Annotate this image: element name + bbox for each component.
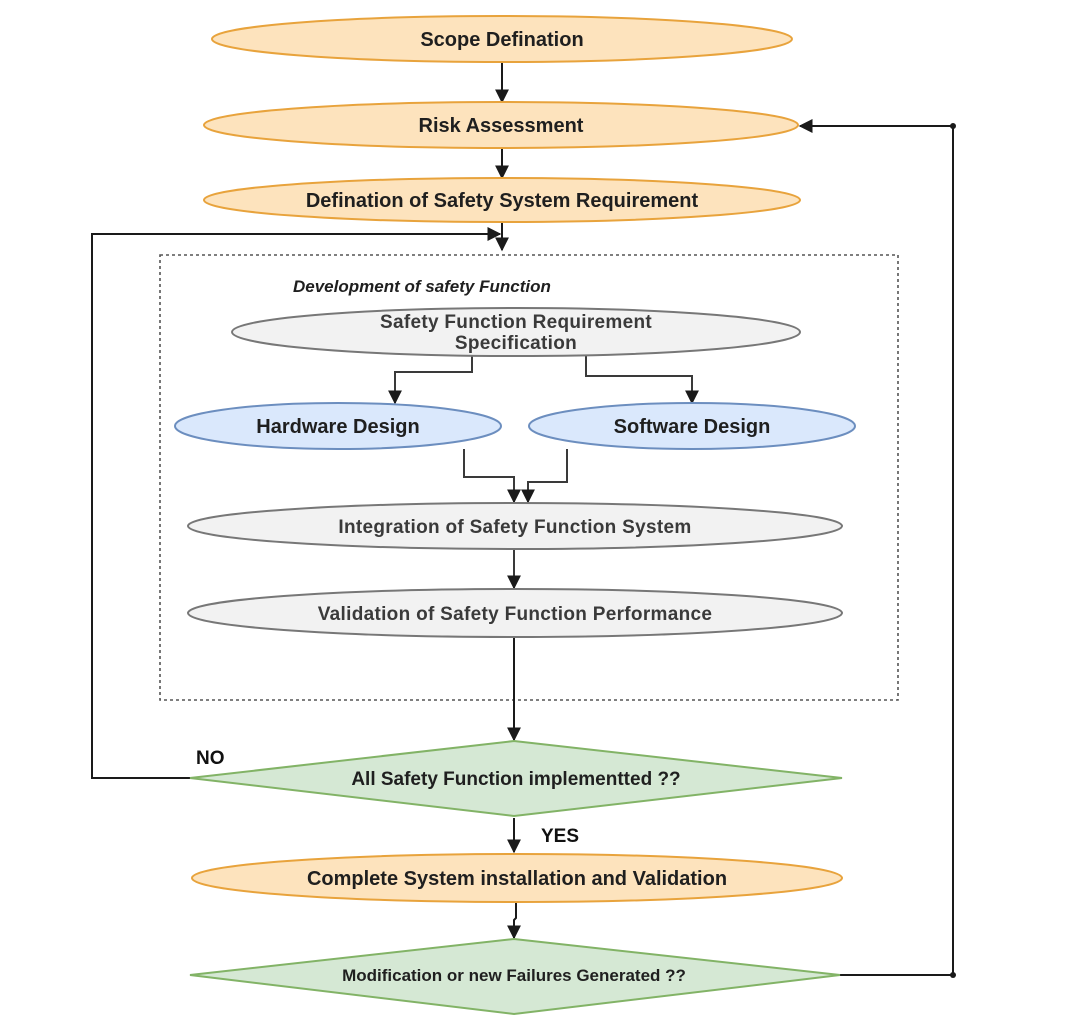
node-scope-defination: Scope Defination — [211, 15, 793, 63]
decision-all-implemented: All Safety Function implementted ?? — [189, 739, 843, 818]
node-risk-assessment: Risk Assessment — [203, 101, 799, 149]
node-integration: Integration of Safety Function System — [187, 502, 843, 550]
node-scope-label: Scope Defination — [420, 29, 583, 51]
development-group-title: Development of safety Function — [293, 277, 551, 296]
node-installation: Complete System installation and Validat… — [191, 853, 843, 903]
junction-dot-top — [950, 123, 956, 129]
node-risk-label: Risk Assessment — [419, 115, 584, 137]
node-integration-label: Integration of Safety Function System — [338, 517, 691, 538]
edge-installation-to-modification — [507, 902, 521, 940]
decision-modification: Modification or new Failures Generated ?… — [189, 937, 841, 1016]
node-software-label: Software Design — [614, 416, 771, 438]
edge-no-loop — [91, 227, 502, 779]
edge-hardware-to-integration — [463, 449, 521, 504]
edge-modification-loop — [798, 119, 954, 976]
node-installation-label: Complete System installation and Validat… — [307, 868, 727, 890]
edge-label-no: NO — [196, 748, 225, 769]
edge-label-yes: YES — [541, 826, 579, 847]
node-sfrs: Safety Function Requirement Specificatio… — [231, 307, 801, 357]
edge-software-to-integration — [521, 449, 568, 504]
node-validation: Validation of Safety Function Performanc… — [187, 588, 843, 638]
node-software-design: Software Design — [528, 402, 856, 450]
edge-sfrs-to-hardware — [388, 356, 473, 405]
junction-dot-bottom — [950, 972, 956, 978]
edge-sfrs-to-software — [585, 356, 699, 405]
node-requirement-label: Defination of Safety System Requirement — [306, 190, 699, 212]
node-sfrs-label-line2: Specification — [455, 333, 577, 354]
development-group-border — [159, 254, 899, 701]
decision-mod-label: Modification or new Failures Generated ?… — [342, 966, 686, 985]
node-hardware-design: Hardware Design — [174, 402, 502, 450]
node-safety-system-requirement: Defination of Safety System Requirement — [203, 177, 801, 223]
node-hardware-label: Hardware Design — [256, 416, 419, 438]
node-validation-label: Validation of Safety Function Performanc… — [318, 604, 712, 625]
node-sfrs-label-line1: Safety Function Requirement — [380, 312, 652, 333]
decision-all-label: All Safety Function implementted ?? — [351, 769, 680, 790]
